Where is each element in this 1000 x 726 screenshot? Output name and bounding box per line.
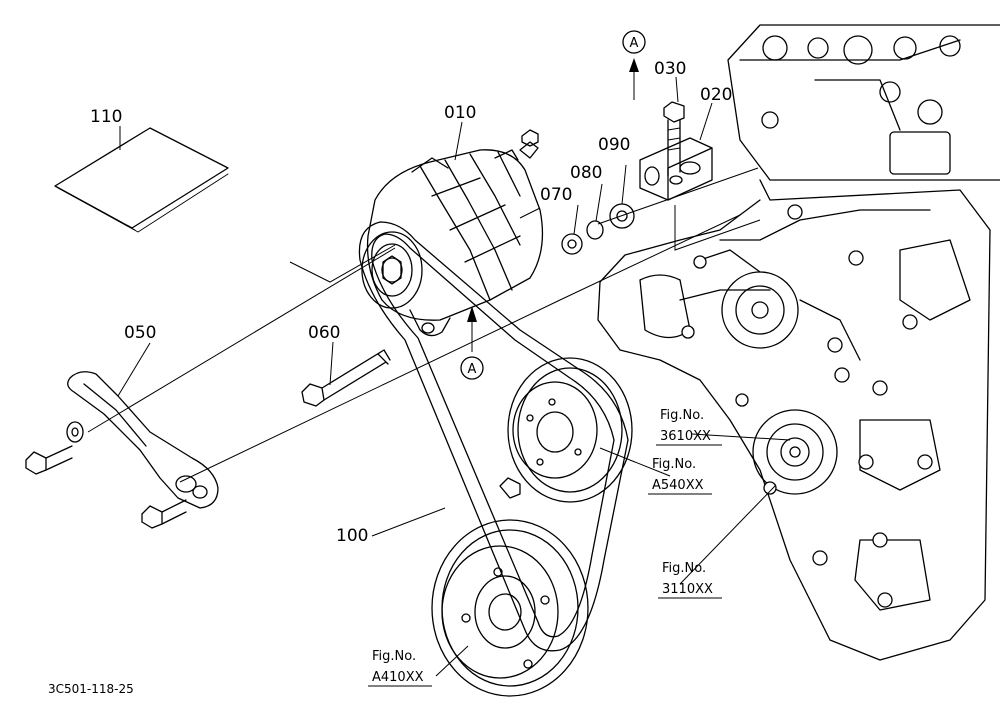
cover-bolts	[681, 204, 933, 608]
tension-bracket	[639, 137, 713, 201]
fan-pulley	[499, 357, 633, 503]
engine-block	[597, 24, 1000, 661]
label-060: 060	[308, 323, 340, 343]
adjusting-bracket	[25, 371, 219, 529]
bolt-030	[663, 101, 685, 177]
fig-ref-a410: Fig.No. A410XX	[368, 649, 432, 687]
label-100: 100	[336, 526, 368, 546]
long-bolt	[301, 349, 391, 407]
fig-ref-title: Fig.No.	[660, 408, 704, 423]
label-050: 050	[124, 323, 156, 343]
fig-ref-title: Fig.No.	[662, 561, 706, 576]
view-marker-bottom: A	[468, 362, 477, 377]
crank-pulley	[431, 519, 589, 697]
fig-ref-code: 3610XX	[660, 429, 711, 444]
label-030: 030	[654, 59, 686, 79]
label-080: 080	[570, 163, 602, 183]
fig-ref-a540: Fig.No. A540XX	[648, 457, 712, 495]
view-arrow-bottom: A	[460, 306, 484, 380]
fig-ref-3610: Fig.No. 3610XX	[656, 408, 722, 446]
drawing-code: 3C501-118-25	[48, 682, 134, 696]
label-010: 010	[444, 103, 476, 123]
v-belt	[358, 221, 629, 652]
instruction-sheet	[54, 127, 229, 233]
label-020: 020	[700, 85, 732, 105]
fig-ref-code: A540XX	[652, 478, 704, 493]
label-090: 090	[598, 135, 630, 155]
label-070: 070	[540, 185, 572, 205]
alternator	[361, 141, 544, 337]
view-marker-top: A	[630, 36, 639, 51]
fig-ref-title: Fig.No.	[652, 457, 696, 472]
fig-ref-title: Fig.No.	[372, 649, 416, 664]
fig-ref-3110: Fig.No. 3110XX	[658, 561, 722, 599]
view-arrow-top: A	[622, 30, 646, 100]
assembly-lines	[87, 167, 761, 483]
fig-ref-code: 3110XX	[662, 582, 713, 597]
fig-ref-code: A410XX	[372, 670, 424, 685]
leader-lines	[117, 76, 791, 677]
label-110: 110	[90, 107, 122, 127]
